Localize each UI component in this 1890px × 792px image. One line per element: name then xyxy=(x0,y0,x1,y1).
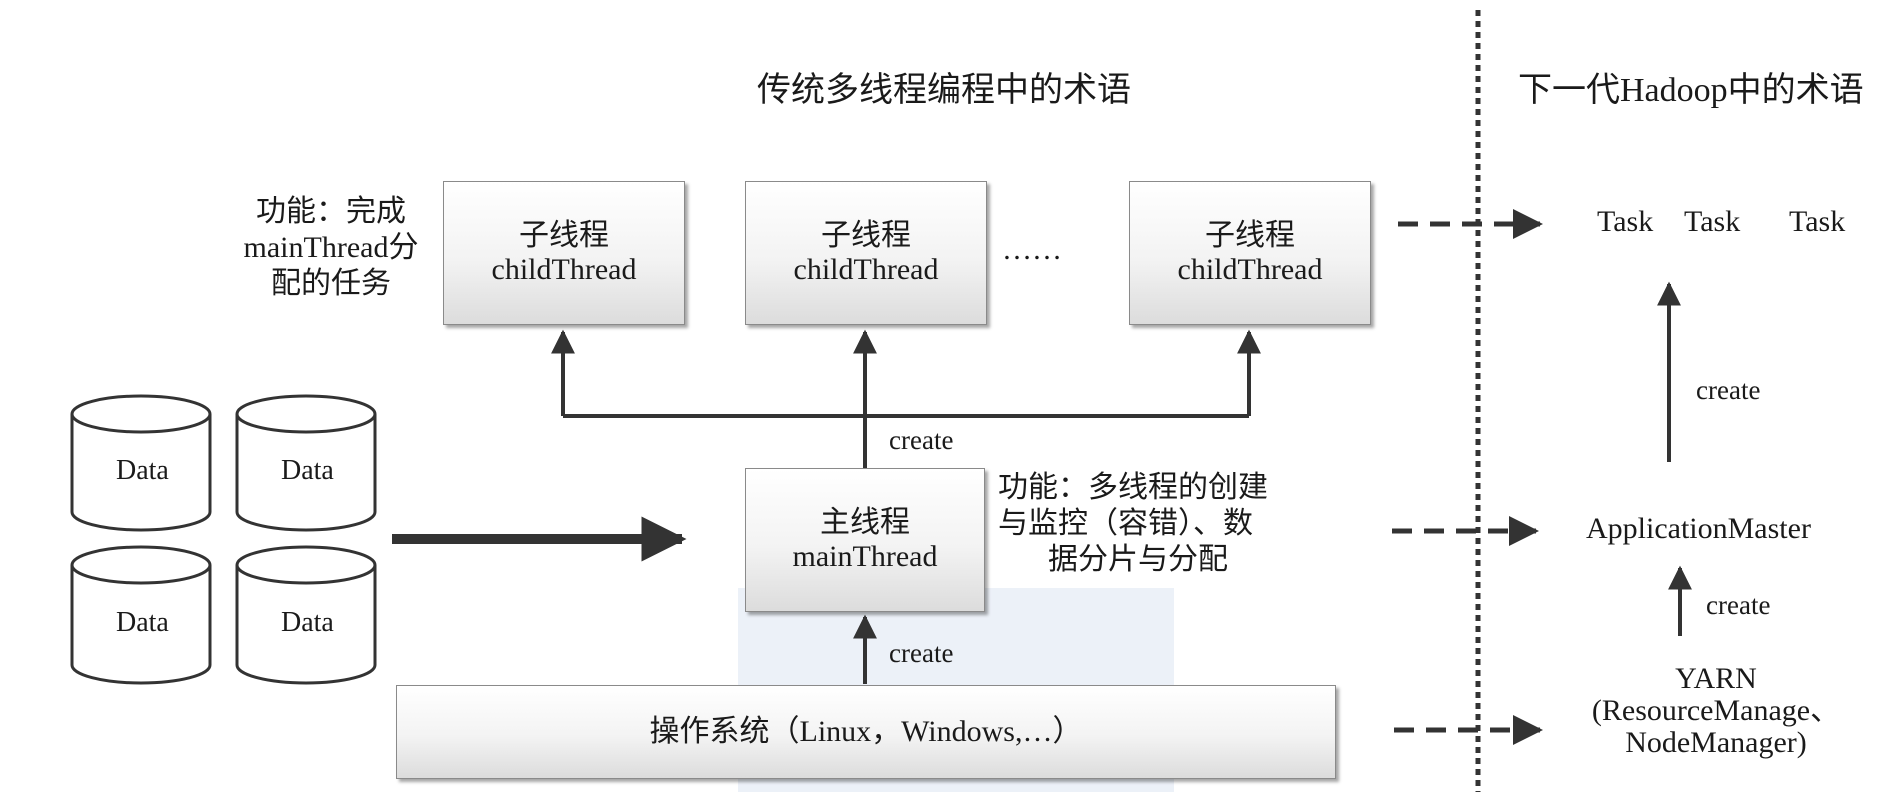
child-thread-en: childThread xyxy=(1177,253,1323,286)
right-section-title: 下一代Hadoop中的术语 xyxy=(1518,72,1864,109)
child-thread-box-2: 子线程 childThread xyxy=(745,181,987,325)
main-note-line-2: 与监控（容错）、数 xyxy=(998,507,1253,540)
child-note-line-1: 功能：完成 xyxy=(256,195,406,228)
application-master-label: ApplicationMaster xyxy=(1586,512,1811,545)
task-label-3: Task xyxy=(1789,205,1846,238)
child-thread-cn: 子线程 xyxy=(1205,219,1295,252)
main-thread-en: mainThread xyxy=(792,540,938,573)
child-thread-en: childThread xyxy=(491,253,637,286)
data-label-2: Data xyxy=(281,455,334,486)
data-label-1: Data xyxy=(116,455,169,486)
data-label-4: Data xyxy=(281,607,334,638)
data-cylinder-3 xyxy=(70,545,212,685)
child-note-line-2: mainThread分 xyxy=(243,231,419,264)
data-cylinder-1 xyxy=(70,394,212,532)
left-section-title: 传统多线程编程中的术语 xyxy=(757,72,1131,109)
child-thread-box-1: 子线程 childThread xyxy=(443,181,685,325)
create-label-tree: create xyxy=(889,425,954,455)
main-thread-cn: 主线程 xyxy=(820,506,910,539)
yarn-line-1: YARN xyxy=(1675,662,1757,695)
data-cylinder-4 xyxy=(235,545,377,685)
main-function-note: 功能：多线程的创建 与监控（容错）、数 据分片与分配 xyxy=(998,470,1268,578)
main-note-line-3: 据分片与分配 xyxy=(1048,543,1228,576)
child-thread-box-3: 子线程 childThread xyxy=(1129,181,1371,325)
child-thread-cn: 子线程 xyxy=(821,219,911,252)
child-thread-cn: 子线程 xyxy=(519,219,609,252)
child-function-note: 功能：完成 mainThread分 配的任务 xyxy=(226,194,436,302)
os-label: 操作系统（Linux，Windows,…） xyxy=(649,715,1083,748)
create-label-os: create xyxy=(889,638,954,668)
data-label-3: Data xyxy=(116,607,169,638)
ellipsis: …… xyxy=(1002,233,1062,266)
data-cylinder-2 xyxy=(235,394,377,532)
main-note-line-1: 功能：多线程的创建 xyxy=(998,471,1268,504)
main-thread-box: 主线程 mainThread xyxy=(745,468,985,612)
child-thread-en: childThread xyxy=(793,253,939,286)
task-label-2: Task xyxy=(1684,205,1741,238)
create-label-yarn: create xyxy=(1706,590,1771,620)
child-note-line-3: 配的任务 xyxy=(271,267,391,300)
yarn-line-2: (ResourceManage、 xyxy=(1591,694,1841,727)
yarn-line-3: NodeManager) xyxy=(1625,726,1807,759)
task-label-1: Task xyxy=(1597,205,1654,238)
os-box: 操作系统（Linux，Windows,…） xyxy=(396,685,1336,779)
create-label-am: create xyxy=(1696,375,1761,405)
yarn-label: YARN (ResourceManage、 NodeManager) xyxy=(1586,663,1846,759)
